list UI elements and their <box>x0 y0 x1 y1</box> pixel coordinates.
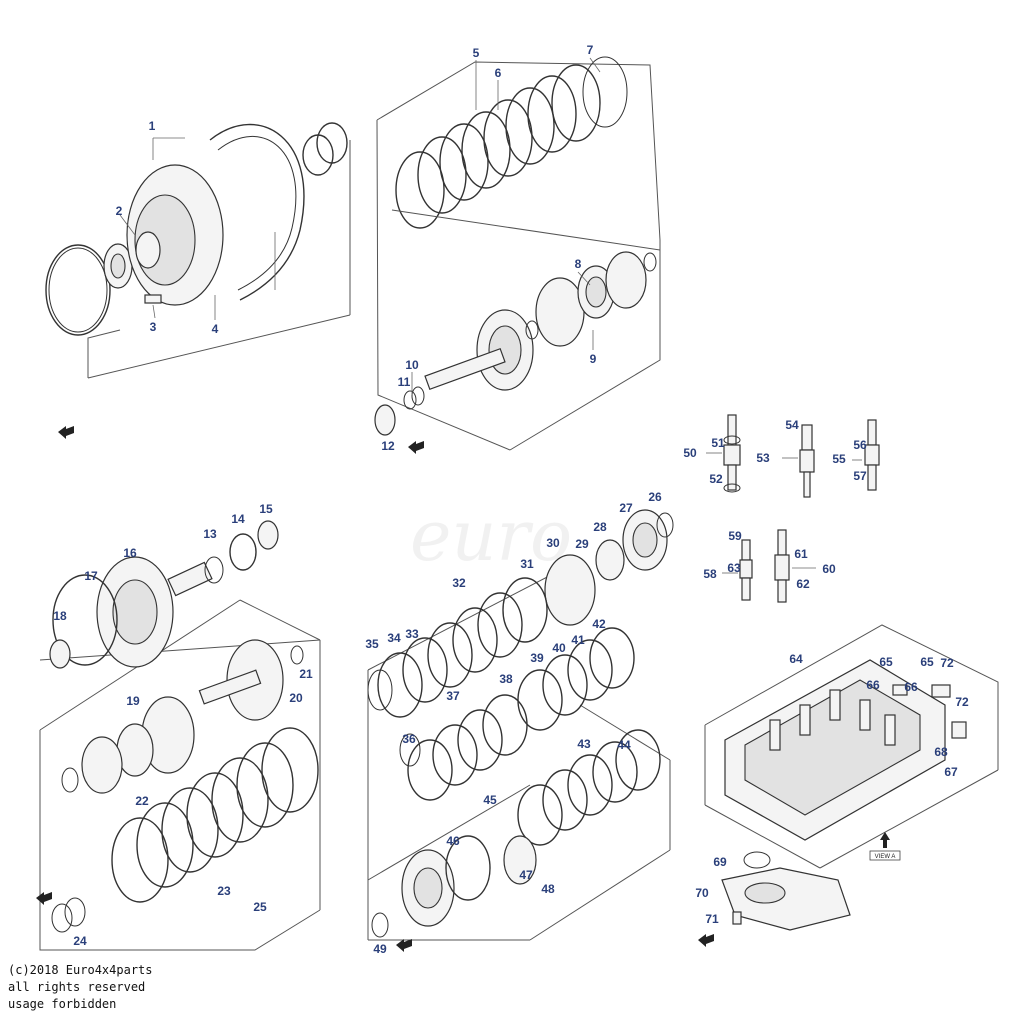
part-label: 66 <box>904 680 918 694</box>
part-label: 5 <box>473 46 480 60</box>
panel-planetary <box>39 520 321 951</box>
part-label: 22 <box>135 794 149 808</box>
part-label: 8 <box>575 257 582 271</box>
part-label: 55 <box>832 452 846 466</box>
forward-arrow-icon <box>698 934 714 947</box>
part-label: 23 <box>217 884 231 898</box>
part-label: 72 <box>955 695 969 709</box>
part-label: 60 <box>822 562 836 576</box>
part-label: 70 <box>695 886 709 900</box>
part-label: 67 <box>944 765 958 779</box>
part-labels: 1 2 3 4 5 6 7 8 9 10 11 12 13 14 15 16 1… <box>53 43 969 956</box>
part-label: 31 <box>520 557 534 571</box>
copyright-line: usage forbidden <box>8 997 117 1011</box>
part-label: 41 <box>571 633 585 647</box>
forward-arrow-icon <box>408 441 424 454</box>
part-label: 44 <box>617 738 631 752</box>
part-label: 72 <box>940 656 954 670</box>
forward-arrow-icon <box>36 892 52 905</box>
part-label: 14 <box>231 512 245 526</box>
part-label: 47 <box>519 868 533 882</box>
forward-arrow-icon <box>58 426 74 439</box>
copyright-line: all rights reserved <box>8 980 146 994</box>
part-label: 28 <box>593 520 607 534</box>
part-label: 65 <box>879 655 893 669</box>
part-label: 59 <box>728 529 742 543</box>
part-label: 54 <box>785 418 799 432</box>
part-label: 16 <box>123 546 137 560</box>
part-label: 42 <box>592 617 606 631</box>
part-label: 10 <box>405 358 419 372</box>
part-label: 53 <box>756 451 770 465</box>
part-label: 13 <box>203 527 217 541</box>
part-label: 30 <box>546 536 560 550</box>
part-label: 24 <box>73 934 87 948</box>
part-label: 64 <box>789 652 803 666</box>
part-label: 65 <box>920 655 934 669</box>
part-label: 12 <box>381 439 395 453</box>
part-label: 11 <box>398 375 411 389</box>
part-label: 52 <box>709 472 723 486</box>
part-label: 40 <box>552 641 566 655</box>
part-label: 34 <box>387 631 401 645</box>
part-label: 1 <box>149 119 156 133</box>
forward-arrow-icon <box>396 939 412 952</box>
view-a-box <box>869 850 901 861</box>
part-label: 39 <box>530 651 544 665</box>
part-label: 21 <box>299 667 313 681</box>
part-label: 37 <box>446 689 460 703</box>
part-label: 56 <box>853 438 867 452</box>
part-label: 6 <box>495 66 502 80</box>
panel-clutch-drum <box>374 56 661 451</box>
part-label: 68 <box>934 745 948 759</box>
part-label: 61 <box>794 547 808 561</box>
part-label: 49 <box>373 942 387 956</box>
watermark-text: euro <box>410 495 572 577</box>
part-label: 27 <box>619 501 633 515</box>
part-label: 26 <box>648 490 662 504</box>
part-label: 3 <box>150 320 157 334</box>
panel-valves <box>706 414 880 603</box>
view-a-label: VIEW A <box>875 854 896 860</box>
part-label: 46 <box>446 834 460 848</box>
part-label: 4 <box>212 322 219 336</box>
copyright-notice: (c)2018 Euro4x4parts all rights reserved… <box>8 962 153 1013</box>
part-label: 2 <box>116 204 123 218</box>
part-label: 51 <box>711 436 725 450</box>
part-label: 50 <box>683 446 697 460</box>
part-label: 36 <box>402 732 416 746</box>
copyright-line: (c)2018 Euro4x4parts <box>8 963 153 977</box>
part-label: 45 <box>483 793 497 807</box>
part-label: 58 <box>703 567 717 581</box>
part-label: 66 <box>866 678 880 692</box>
panel-valve-body: VIEW A <box>704 624 999 931</box>
part-label: 69 <box>713 855 727 869</box>
part-label: 9 <box>590 352 597 366</box>
panel-brake-pack <box>367 509 674 941</box>
part-label: 19 <box>126 694 140 708</box>
part-label: 57 <box>853 469 867 483</box>
part-label: 63 <box>727 561 741 575</box>
part-label: 15 <box>259 502 273 516</box>
part-label: 33 <box>405 627 419 641</box>
panel-oil-pump <box>45 122 351 379</box>
part-label: 38 <box>499 672 513 686</box>
part-label: 62 <box>796 577 810 591</box>
part-label: 18 <box>53 609 67 623</box>
part-label: 17 <box>84 569 98 583</box>
part-label: 32 <box>452 576 466 590</box>
up-arrow-icon <box>880 832 890 848</box>
part-label: 35 <box>365 637 379 651</box>
part-label: 29 <box>575 537 589 551</box>
part-label: 71 <box>705 912 719 926</box>
part-label: 20 <box>289 691 303 705</box>
part-label: 43 <box>577 737 591 751</box>
part-label: 48 <box>541 882 555 896</box>
part-label: 7 <box>587 43 594 57</box>
part-label: 25 <box>253 900 267 914</box>
